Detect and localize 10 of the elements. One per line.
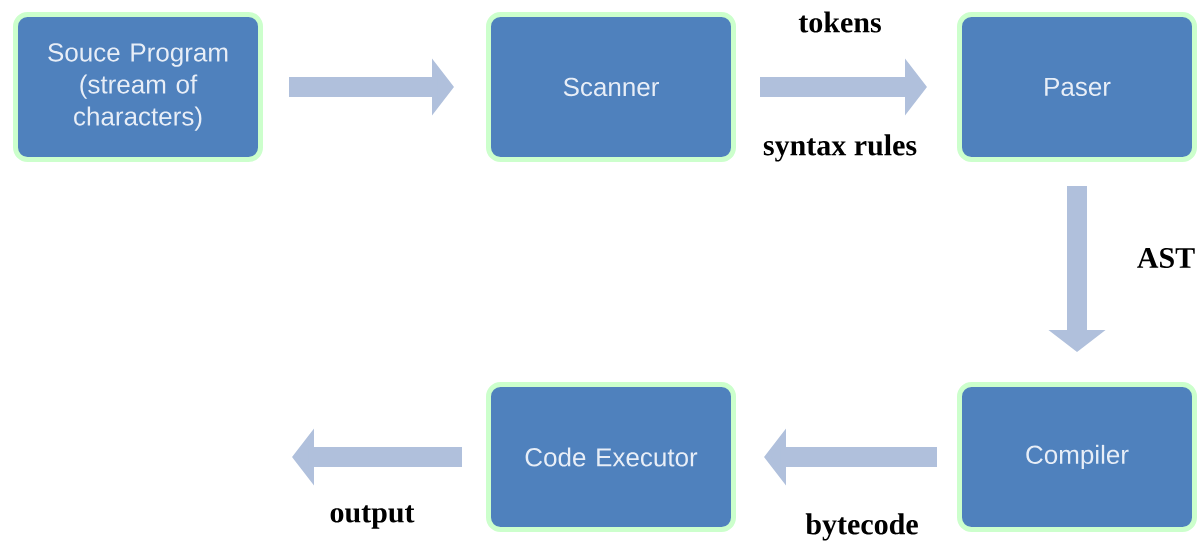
- text-label: syntax rules: [763, 134, 917, 162]
- edge-label: bytecode: [805, 513, 918, 541]
- process-box: Paser: [957, 12, 1197, 162]
- process-box: Scanner: [486, 12, 736, 162]
- process-box: Souce Program (stream of characters): [13, 12, 263, 162]
- edge-label: output: [330, 505, 415, 529]
- edge-label: AST: [1137, 247, 1195, 269]
- process-box: Code Executor: [486, 382, 736, 532]
- edge-label: tokens: [798, 11, 881, 33]
- process-box: Compiler: [957, 382, 1197, 532]
